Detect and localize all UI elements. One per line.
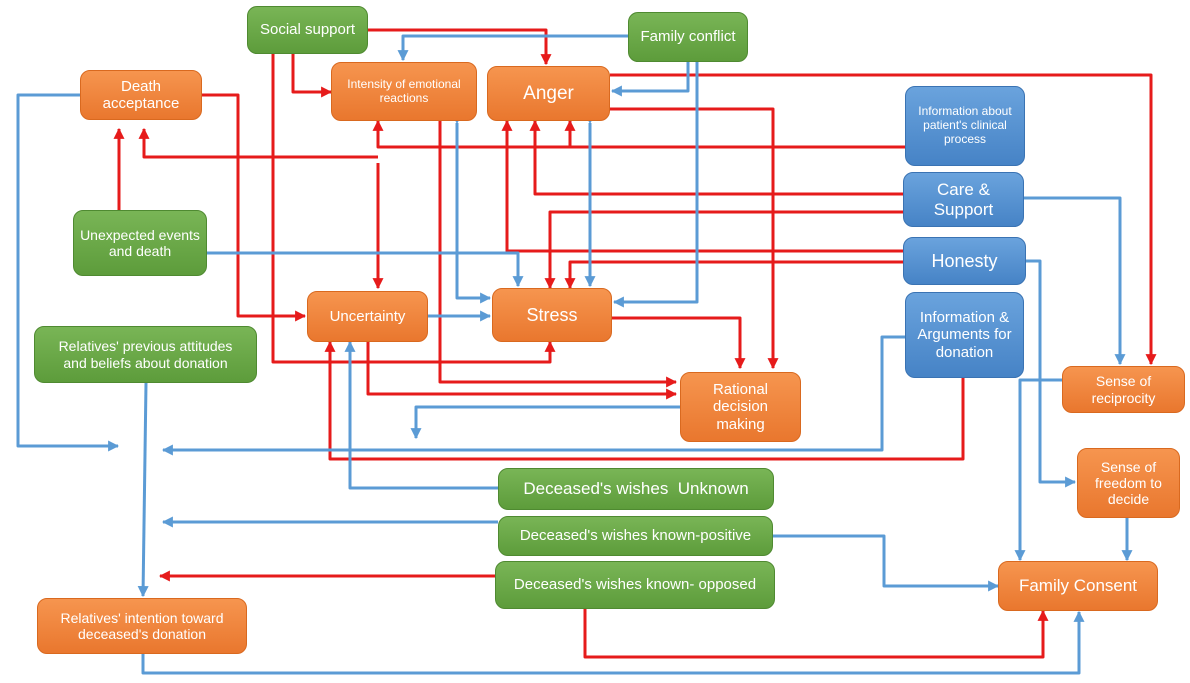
- edge-stress-rational: [612, 316, 746, 370]
- node-relatives-previous-label: Relatives' previous attitudes and belief…: [58, 338, 233, 371]
- node-freedom: Sense of freedom to decide: [1077, 448, 1180, 518]
- edge-clinical-death: [138, 127, 378, 159]
- node-death-acceptance-label: Death acceptance: [102, 77, 180, 112]
- edge-unexpected-stress: [207, 251, 524, 288]
- node-info-args: Information & Arguments for donation: [905, 292, 1024, 378]
- edge-args-left: [161, 335, 905, 456]
- node-freedom-label: Sense of freedom to decide: [1095, 458, 1162, 508]
- node-rational: Rational decision making: [680, 372, 801, 442]
- node-relatives-intention: Relatives' intention toward deceased's d…: [37, 598, 247, 654]
- edge-social-stress: [271, 54, 556, 364]
- node-relatives-previous: Relatives' previous attitudes and belief…: [34, 326, 257, 383]
- node-stress: Stress: [492, 288, 612, 342]
- edge-conflict-anger: [610, 62, 690, 97]
- edge-positive-consent: [773, 534, 1000, 592]
- node-wishes-opposed-label: Deceased's wishes known- opposed: [513, 576, 757, 594]
- edge-previous-intention: [137, 382, 149, 598]
- node-uncertainty: Uncertainty: [307, 291, 428, 342]
- edge-intensity-stress: [451, 113, 492, 304]
- edge-opposed-consent: [583, 609, 1049, 659]
- node-death-acceptance: Death acceptance: [80, 70, 202, 120]
- node-wishes-opposed: Deceased's wishes known- opposed: [495, 561, 775, 609]
- node-anger: Anger: [487, 66, 610, 121]
- edge-clinical-intensity: [372, 119, 570, 149]
- edge-death-uncertainty: [202, 93, 307, 322]
- node-wishes-positive: Deceased's wishes known-positive: [498, 516, 773, 556]
- edge-rational-left: [410, 405, 680, 440]
- edge-social-anger: [368, 28, 552, 66]
- node-info-clinical-label: Information about patient's clinical pro…: [918, 104, 1012, 146]
- node-rational-label: Rational decision making: [712, 381, 769, 433]
- node-family-consent-label: Family Consent: [1018, 576, 1138, 596]
- edge-anger-rational: [610, 107, 779, 370]
- node-care-support-label: Care & Support: [933, 179, 994, 219]
- node-social-support-label: Social support: [259, 21, 356, 39]
- edge-args-uncertainty: [324, 340, 965, 461]
- node-uncertainty-label: Uncertainty: [329, 307, 406, 325]
- node-honesty-label: Honesty: [931, 250, 998, 271]
- node-wishes-unknown-label: Deceased's wishes Unknown: [523, 479, 749, 499]
- node-family-conflict-label: Family conflict: [640, 28, 736, 46]
- node-reciprocity-label: Sense of reciprocity: [1091, 373, 1156, 406]
- edge-care-stress: [544, 210, 903, 290]
- edge-honesty-anger: [501, 119, 903, 253]
- node-social-support: Social support: [247, 6, 368, 54]
- edge-social-intensity: [291, 54, 333, 98]
- node-intensity: Intensity of emotional reactions: [331, 62, 477, 121]
- edge-clinical-anger: [564, 119, 905, 149]
- edge-unknown-uncertainty: [344, 340, 498, 490]
- node-info-args-label: Information & Arguments for donation: [917, 309, 1012, 361]
- edge-conflict-intensity: [397, 34, 628, 62]
- node-care-support: Care & Support: [903, 172, 1024, 227]
- node-family-consent: Family Consent: [998, 561, 1158, 611]
- edge-intention-consent: [141, 610, 1085, 675]
- node-anger-label: Anger: [523, 82, 574, 104]
- edge-conflict-stress: [612, 62, 699, 308]
- node-wishes-unknown: Deceased's wishes Unknown: [498, 468, 774, 510]
- node-unexpected-label: Unexpected events and death: [80, 226, 200, 259]
- node-unexpected: Unexpected events and death: [73, 210, 207, 276]
- node-reciprocity: Sense of reciprocity: [1062, 366, 1185, 413]
- edge-intensity-rational: [438, 120, 678, 388]
- node-info-clinical: Information about patient's clinical pro…: [905, 86, 1025, 166]
- node-honesty: Honesty: [903, 237, 1026, 285]
- edge-anger-reciprocity: [610, 73, 1157, 366]
- node-wishes-positive-label: Deceased's wishes known-positive: [519, 527, 752, 545]
- node-family-conflict: Family conflict: [628, 12, 748, 62]
- edge-care-reciprocity: [1024, 196, 1126, 366]
- edge-reciprocity-consent: [1014, 378, 1062, 562]
- edge-honesty-stress: [564, 260, 903, 290]
- node-stress-label: Stress: [526, 304, 578, 325]
- edge-uncertainty-rational: [366, 342, 678, 400]
- node-relatives-intention-label: Relatives' intention toward deceased's d…: [60, 609, 224, 642]
- node-intensity-label: Intensity of emotional reactions: [347, 76, 461, 105]
- edge-care-anger: [529, 119, 903, 196]
- edge-death-left: [16, 93, 120, 452]
- edge-honesty-freedom: [1026, 259, 1077, 488]
